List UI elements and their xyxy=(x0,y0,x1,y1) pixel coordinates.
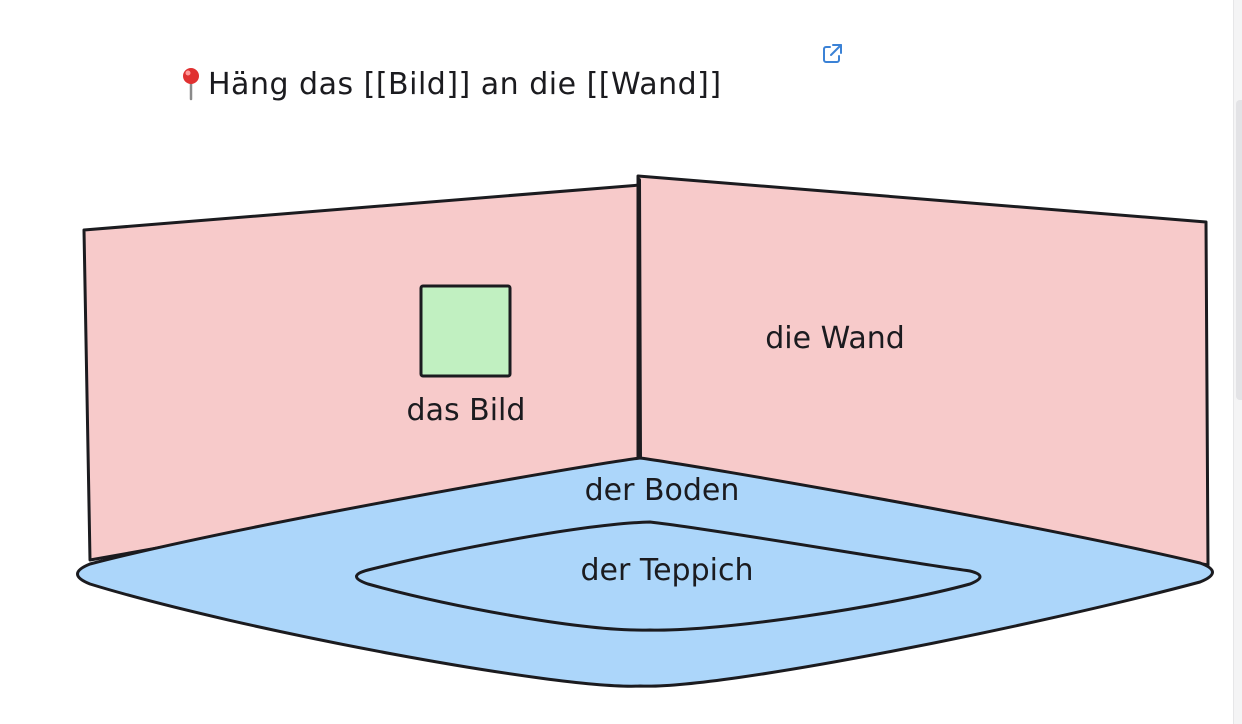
heading-text: Häng das [[Bild]] an die [[Wand]] xyxy=(208,66,722,102)
scrollbar-track[interactable] xyxy=(1233,0,1242,724)
rug-shape[interactable] xyxy=(355,520,982,632)
floor-label: der Boden xyxy=(585,473,740,508)
round-pushpin-icon xyxy=(183,68,199,101)
wall-label: die Wand xyxy=(765,321,905,356)
picture-label: das Bild xyxy=(407,393,526,428)
heading: Häng das [[Bild]] an die [[Wand]] xyxy=(180,64,722,104)
external-link-icon[interactable] xyxy=(820,42,844,66)
wall-corner-seam xyxy=(637,178,642,462)
rug-label: der Teppich xyxy=(581,553,754,588)
picture-frame[interactable] xyxy=(419,284,512,378)
scrollbar-thumb[interactable] xyxy=(1236,100,1242,400)
